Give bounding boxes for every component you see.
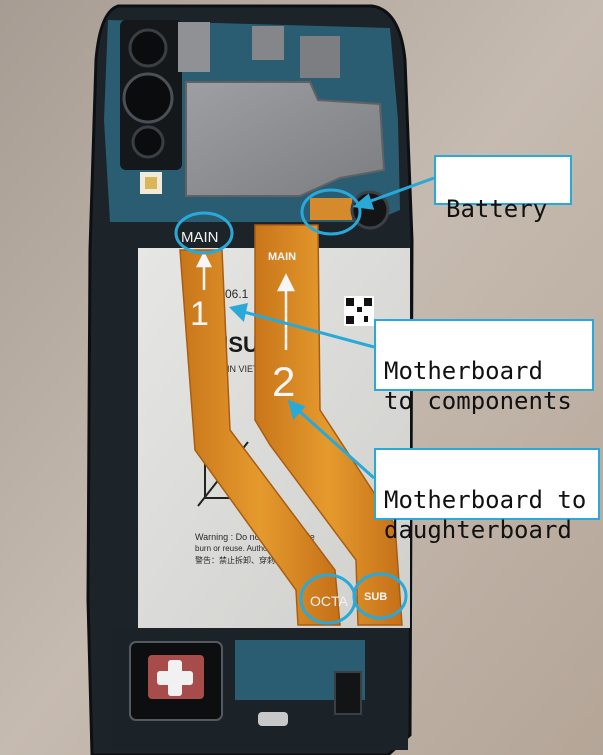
flex-cable-1 [179,249,341,626]
camera-lens-top [128,28,168,68]
camera-lens-bottom [131,125,165,159]
cable-number-1: 1 [190,295,209,333]
cable-label-octa: OCTA [310,593,349,609]
plus-mark [157,660,193,696]
battery-chinese-text: 警告：禁止拆卸、穿刺、焚烧 [195,555,299,565]
motherboard-daughterboard-callout: Motherboard to daughterboard [374,448,600,544]
headphone-jack [334,671,362,715]
cable-number-2: 2 [272,358,295,405]
leader-battery [367,176,435,204]
cable-arrow-1 [195,251,213,290]
battery-connector [310,198,352,220]
highlight-main-left [174,211,234,255]
battery-origin-text: ED IN VIETNAM [212,364,279,374]
usb-port [258,712,288,726]
cable-label-main-right: MAIN [268,251,296,263]
camera-lens-main [122,72,174,124]
rf-shield [185,81,386,197]
battery-callout: Battery [434,155,572,223]
qr-code [344,296,374,326]
top-shield-left [178,22,210,72]
motherboard-components-label: Motherboard to components [384,357,572,415]
leader-daughterboard [296,408,376,480]
battery-date-text: 06.1 [225,287,249,301]
motherboard-components-callout: Motherboard to components [374,319,594,415]
motherboard-daughterboard-label: Motherboard to daughterboard [384,486,587,544]
battery-callout-label: Battery [446,195,548,223]
battery-warning-text: Warning : Do not disassemble [195,532,315,542]
cable-arrow-2 [276,273,296,350]
highlight-sub [352,572,408,620]
leader-components [243,310,375,349]
highlight-battery-connector [300,188,362,236]
cable-label-main-left: MAIN [181,229,219,246]
annotation-leaders [228,176,435,480]
top-shield-middle [252,26,284,60]
top-shield-right [300,36,340,78]
cable-label-sub: SUB [364,591,387,603]
annotation-highlights [174,188,408,625]
battery-warning-text-2: burn or reuse. Authorized Service [195,544,314,553]
